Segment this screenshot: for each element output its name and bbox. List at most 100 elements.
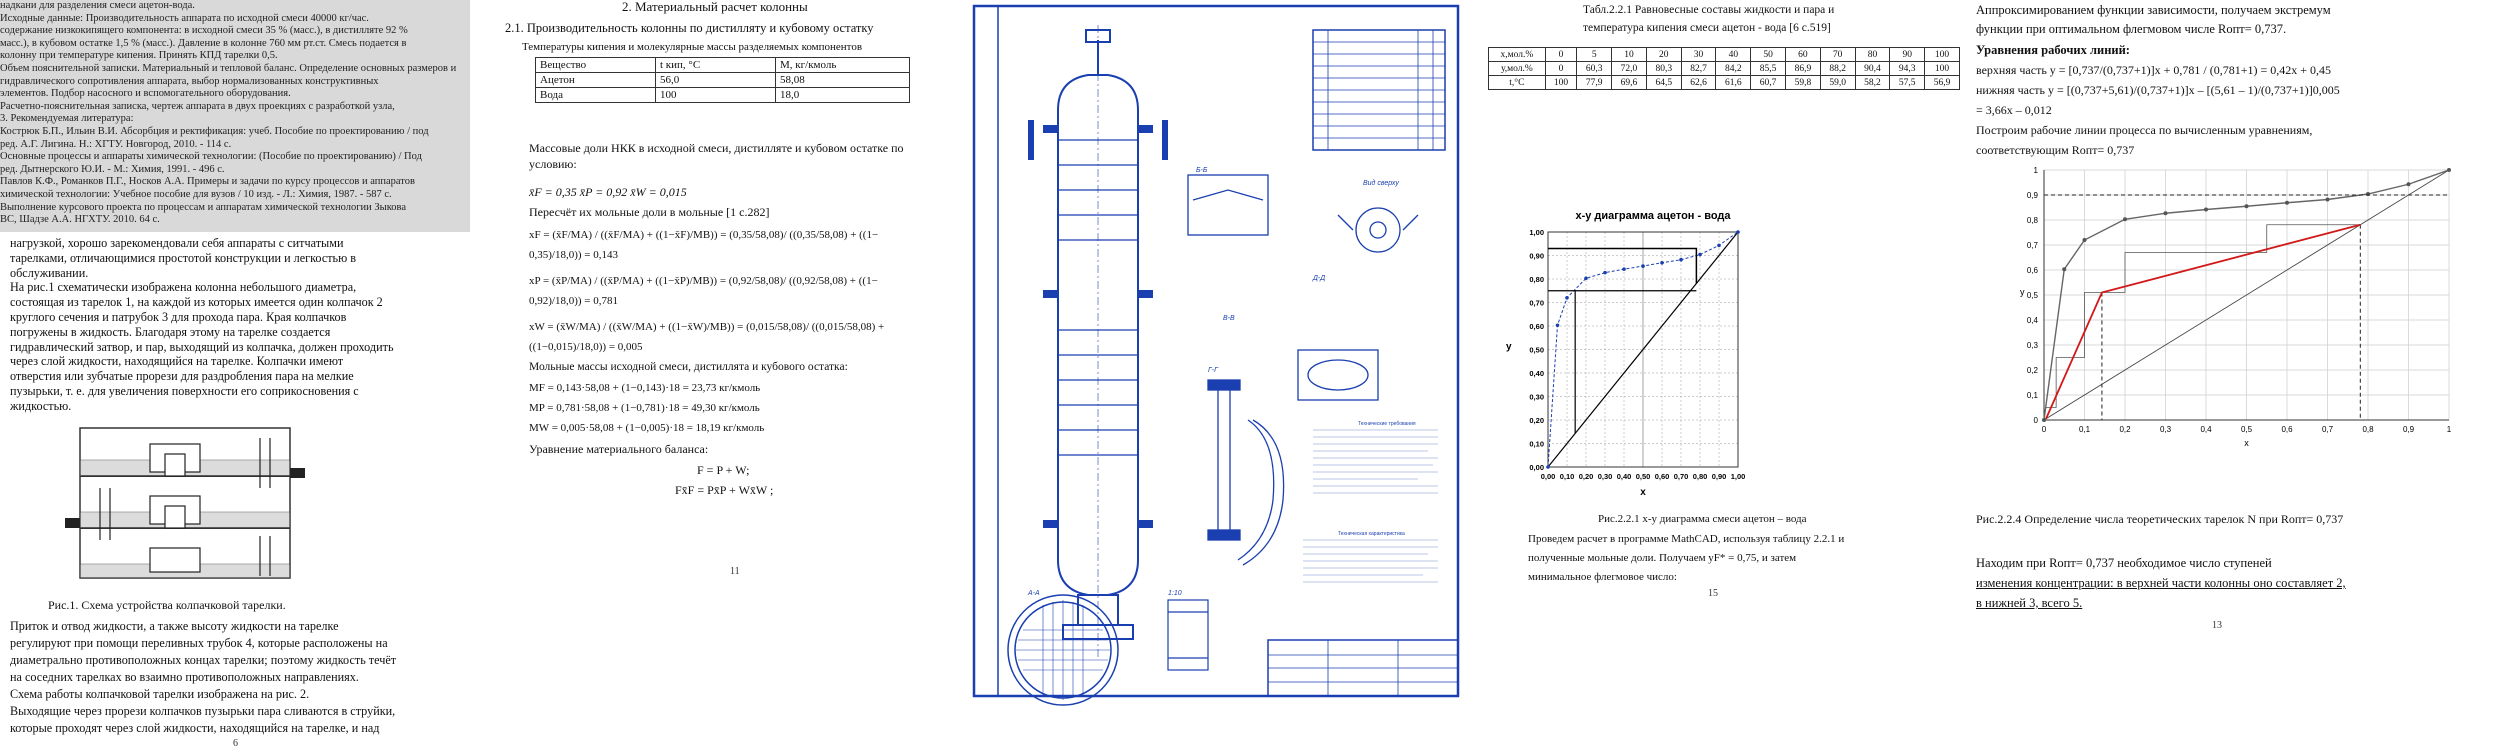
- table-cell: 72,0: [1611, 61, 1647, 76]
- text-line: Приток и отвод жидкости, а также высоту …: [10, 619, 339, 633]
- x-tick-label: 0,9: [2403, 425, 2415, 434]
- balance-eq-2: Fx̄F = Px̄P + Wx̄W ;: [675, 483, 774, 497]
- mass-fractions-text: Массовые доли НКК в исходной смеси, дист…: [529, 141, 904, 155]
- table-cell: 80,3: [1645, 61, 1682, 76]
- y-tick-label: 0,3: [2027, 341, 2039, 350]
- table-cell: 84,2: [1715, 61, 1752, 76]
- view-label: Д-Д: [1312, 275, 1325, 282]
- theoretical-plates-chart: 000,10,10,20,20,30,30,40,40,50,50,60,60,…: [2020, 166, 2452, 448]
- construction-line: [1574, 290, 1697, 434]
- equation-xw: xW = (x̄W/MА) / ((x̄W/MА) + ((1−x̄W)/MВ)…: [529, 321, 885, 333]
- table-title: Температуры кипения и молекулярные массы…: [522, 41, 863, 53]
- table-cell: 64,5: [1645, 75, 1682, 90]
- molar-mass-p: MP = 0,781·58,08 + (1−0,781)·18 = 49,30 …: [529, 402, 760, 414]
- table-cell: 61,6: [1715, 75, 1752, 90]
- x-tick-label: 0,90: [1712, 472, 1727, 481]
- y-tick-label: 0,20: [1529, 416, 1544, 425]
- condition-text: условию:: [529, 157, 577, 171]
- x-axis-label: x: [1640, 487, 1646, 498]
- page-13: Аппроксимированием функции зависимости, …: [1976, 0, 2501, 749]
- y-tick-label: 0,8: [2027, 216, 2039, 225]
- table-caption: Табл.2.2.1 Равновесные составы жидкости …: [1583, 4, 1835, 16]
- x-tick-label: 0,20: [1579, 472, 1594, 481]
- text-line: круглого сечения и патрубок 3 для проход…: [10, 310, 347, 324]
- y-tick-label: 0,60: [1529, 322, 1544, 331]
- x-tick-label: 0,8: [2362, 425, 2374, 434]
- text-line: Схема работы колпачковой тарелки изображ…: [10, 687, 310, 701]
- data-point: [2082, 238, 2087, 242]
- text-line: пузырьки, т. е. для увеличения поверхнос…: [10, 384, 359, 398]
- body-text: Уравнения рабочих линий:: [1976, 43, 2130, 57]
- text-line: колонну при температуре кипения. Принять…: [0, 50, 278, 62]
- page-number: 13: [2212, 620, 2222, 631]
- equation-lower: нижняя часть у = [(0,737+5,61)/(0,737+1)…: [1976, 83, 2340, 97]
- equation-upper: верхняя часть у = [0,737/(0,737+1)]x + 0…: [1976, 63, 2332, 77]
- data-point: [1660, 260, 1664, 265]
- x-tick-label: 0: [2042, 425, 2047, 434]
- x-tick-label: 0,3: [2160, 425, 2172, 434]
- x-tick-label: 0,5: [2241, 425, 2253, 434]
- body-text: изменения концентрации: в верхней части …: [1976, 576, 2346, 590]
- view-label: А-А: [1027, 590, 1040, 597]
- text-line: Расчетно-пояснительная записка, чертеж а…: [0, 100, 395, 112]
- molar-mass-w: MW = 0,005·58,08 + (1−0,005)·18 = 18,19 …: [529, 422, 765, 434]
- view-label: Г-Г: [1208, 367, 1219, 374]
- y-axis-label: y: [1506, 342, 1512, 353]
- x-tick-label: 0,60: [1655, 472, 1670, 481]
- equation-lower-cont: = 3,66x – 0,012: [1976, 103, 2052, 117]
- x-tick-label: 0,40: [1617, 472, 1632, 481]
- x-tick-label: 0,6: [2281, 425, 2293, 434]
- text-line: Объем пояснительной записки. Материальны…: [0, 63, 457, 74]
- data-point: [1565, 296, 1569, 300]
- data-point: [1584, 276, 1588, 281]
- step-line: [2046, 224, 2361, 408]
- x-tick-label: 0,7: [2322, 425, 2334, 434]
- table-cell: 60: [1784, 47, 1821, 62]
- table-cell: 86,9: [1784, 61, 1821, 76]
- text-line: масс.), в кубовом остатке 1,5 % (масс.).…: [0, 37, 407, 49]
- text-line: диаметрально противоположных концах таре…: [10, 653, 397, 667]
- x-tick-label: 0,4: [2200, 425, 2212, 434]
- table-caption-2: температура кипения смеси ацетон - вода …: [1583, 22, 1831, 34]
- equation-xf-cont: 0,35)/18,0)) = 0,143: [529, 249, 618, 261]
- table-cell: 10: [1611, 47, 1647, 62]
- x-tick-label: 0,2: [2119, 425, 2131, 434]
- x-tick-label: 0,00: [1541, 472, 1556, 481]
- table-cell: 59,8: [1784, 75, 1821, 90]
- specs-title: Техническая характеристика: [1338, 531, 1405, 537]
- equilibrium-curve: [1547, 231, 1739, 468]
- y-tick-label: 0,90: [1529, 252, 1544, 261]
- equation-xp-cont: 0,92)/18,0)) = 0,781: [529, 295, 618, 307]
- table-cell: 59,0: [1819, 75, 1856, 90]
- y-tick-label: 0,4: [2027, 316, 2039, 325]
- body-text: функции при оптимальном флегмовом числе …: [1976, 22, 2287, 36]
- text-line: Исходные данные: Производительность аппа…: [0, 12, 369, 24]
- text-line: 3. Рекомендуемая литература:: [0, 113, 134, 125]
- table-cell: 90,4: [1854, 61, 1891, 76]
- table-cell: у,мол.%: [1488, 61, 1546, 76]
- scanned-assignment: надкани для разделения смеси ацетон-вода…: [0, 0, 470, 232]
- table-cell: х,мол.%: [1488, 47, 1546, 62]
- table-cell: t,°С: [1488, 75, 1546, 90]
- x-tick-label: 1,00: [1731, 472, 1746, 481]
- x-tick-label: 0,30: [1598, 472, 1613, 481]
- data-point: [2285, 200, 2289, 205]
- data-point: [1546, 465, 1550, 469]
- text-line: Выполнение курсового проекта по процесса…: [0, 201, 407, 213]
- table-cell: 80: [1854, 47, 1891, 62]
- text-line: Основные процессы и аппараты химической …: [0, 151, 422, 163]
- data-point: [1622, 267, 1626, 271]
- view-label: Б-Б: [1196, 167, 1208, 174]
- body-text: Находим при Rопт= 0,737 необходимое числ…: [1976, 556, 2272, 570]
- table-cell: 62,6: [1680, 75, 1717, 90]
- construction-line: [1548, 247, 1698, 284]
- data-point: [2123, 217, 2127, 222]
- text-line: нагрузкой, хорошо зарекомендовали себя а…: [10, 236, 344, 250]
- page-number: 15: [1708, 588, 1718, 599]
- molar-mass-f: MF = 0,143·58,08 + (1−0,143)·18 = 23,73 …: [529, 382, 761, 394]
- data-point: [2244, 204, 2249, 209]
- recalc-text: Пересчёт их мольные доли в мольные [1 с.…: [529, 205, 770, 219]
- table-cell: 77,9: [1576, 75, 1613, 90]
